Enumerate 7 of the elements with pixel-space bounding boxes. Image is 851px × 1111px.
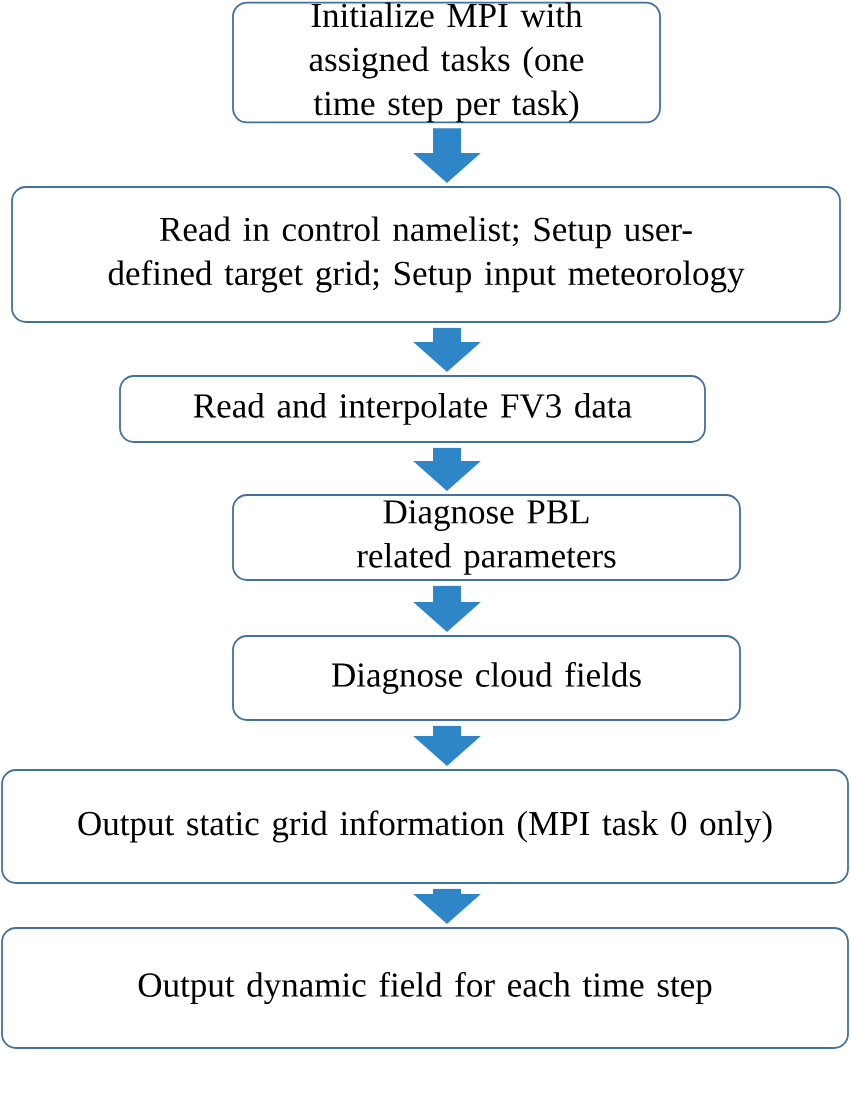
process-box: Initialize MPI with assigned tasks (one time step per task) [232, 1, 661, 124]
process-box: Diagnose PBL related parameters [232, 494, 741, 581]
process-box: Read and interpolate FV3 data [119, 375, 706, 443]
process-box: Output static grid information (MPI task 0 only) [1, 769, 849, 884]
process-box: Read in control namelist; Setup user-defined target grid; Setup input meteorology [11, 186, 841, 323]
process-box: Diagnose cloud fields [232, 635, 741, 721]
process-box: Output dynamic field for each time step [1, 927, 849, 1049]
